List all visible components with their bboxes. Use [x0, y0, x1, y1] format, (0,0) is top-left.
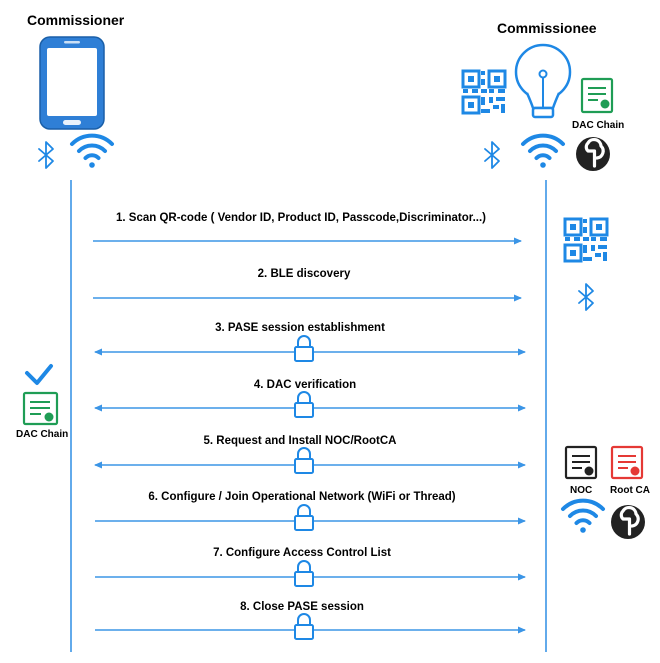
certificate-icon-dac-commissioner — [22, 391, 59, 426]
commissionee-title: Commissionee — [497, 20, 597, 36]
thread-icon-operational — [609, 503, 647, 541]
step-1-label: 1. Scan QR-code ( Vendor ID, Product ID,… — [115, 212, 487, 224]
lock-icon-step-8 — [294, 613, 314, 640]
certificate-icon-dac-commissionee — [580, 77, 614, 114]
wifi-icon-commissioner — [70, 133, 114, 170]
qr-code-icon-device — [461, 69, 507, 115]
bluetooth-icon-discovered — [578, 283, 594, 311]
bluetooth-icon-commissioner — [38, 141, 54, 169]
wifi-icon-commissionee — [521, 133, 565, 170]
step-8-label: 8. Close PASE session — [240, 601, 364, 613]
lock-icon-step-6 — [294, 504, 314, 531]
step-4-label: 4. DAC verification — [253, 379, 357, 391]
step-7-label: 7. Configure Access Control List — [213, 547, 391, 559]
certificate-icon-noc — [564, 445, 598, 480]
light-bulb-icon — [514, 43, 572, 119]
qr-code-icon-scanned — [563, 217, 609, 263]
lock-icon-step-5 — [294, 447, 314, 474]
commissioner-title: Commissioner — [27, 12, 125, 28]
smartphone-icon — [39, 36, 105, 130]
bluetooth-icon-commissionee — [484, 141, 500, 169]
dac-chain-label-commissionee: DAC Chain — [572, 120, 625, 131]
step-5-label: 5. Request and Install NOC/RootCA — [203, 435, 397, 447]
dac-chain-label-commissioner: DAC Chain — [16, 429, 69, 440]
lock-icon-step-3 — [294, 335, 314, 362]
lock-icon-step-4 — [294, 391, 314, 418]
thread-icon-commissionee — [574, 135, 612, 173]
wifi-icon-operational — [561, 498, 605, 535]
step-2-label: 2. BLE discovery — [257, 268, 351, 280]
noc-label: NOC — [570, 485, 593, 496]
step-6-label: 6. Configure / Join Operational Network … — [148, 491, 456, 503]
root-ca-label: Root CA — [610, 485, 650, 496]
step-3-label: 3. PASE session establishment — [215, 322, 385, 334]
checkmark-icon — [25, 364, 53, 385]
certificate-icon-root-ca — [610, 445, 644, 480]
lock-icon-step-7 — [294, 560, 314, 587]
